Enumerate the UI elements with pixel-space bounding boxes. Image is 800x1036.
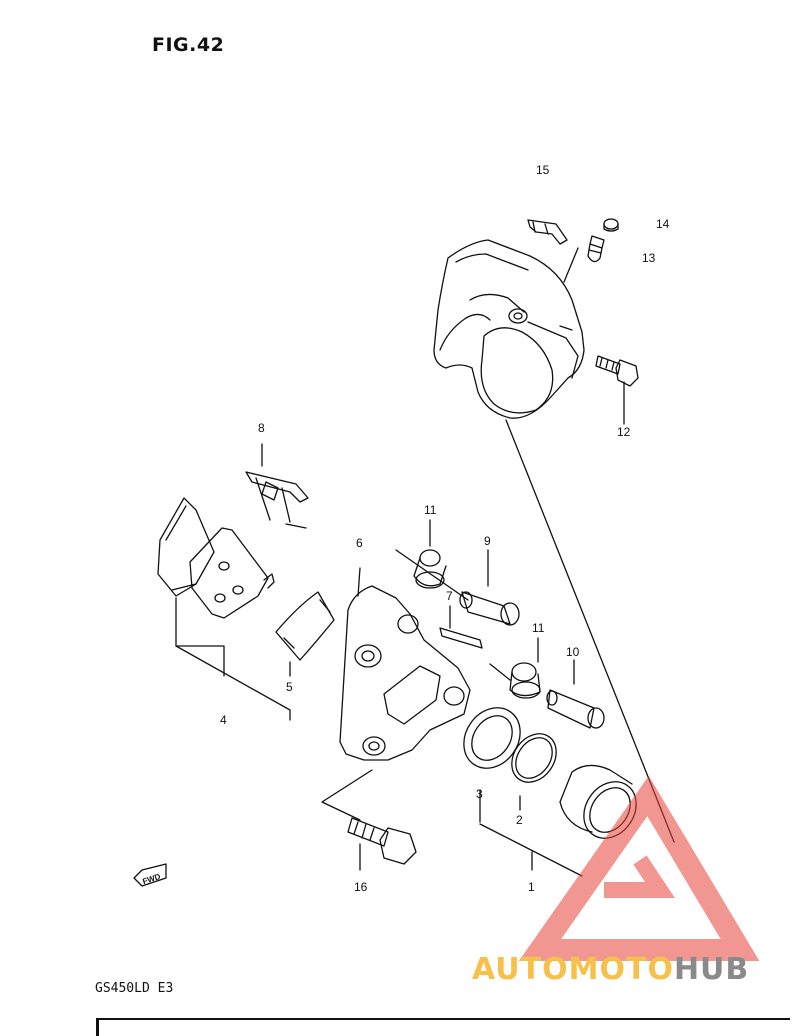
part-12-bolt	[595, 355, 639, 425]
part-13-bleeder-valve	[587, 235, 605, 263]
callout-8: 8	[258, 421, 265, 435]
callout-11-upper: 11	[424, 503, 437, 517]
callout-4: 4	[220, 713, 227, 727]
part-7-plug	[439, 605, 483, 649]
callout-9: 9	[484, 534, 491, 548]
callout-13: 13	[642, 251, 656, 265]
callout-16: 16	[354, 880, 368, 894]
part-11-boot-upper	[395, 519, 469, 601]
callout-11-lower: 11	[532, 621, 545, 635]
watermark-logo-icon	[518, 775, 760, 961]
footer-rule	[96, 1018, 790, 1020]
part-2-piston-seal	[511, 733, 557, 811]
footer-rule-tick	[96, 1018, 99, 1036]
caliper-upper-assembly	[433, 239, 585, 419]
fwd-arrow-icon	[133, 863, 167, 887]
watermark-text-part1: AUTOMOTO	[472, 952, 674, 987]
model-code: GS450LD E3	[95, 981, 174, 996]
callout-7: 7	[446, 589, 453, 603]
part-4-brake-pads	[157, 497, 291, 721]
callout-12: 12	[617, 425, 631, 439]
part-8-pad-clip	[245, 443, 309, 529]
fwd-label: FWD	[141, 872, 161, 886]
part-14-bleeder-cap	[603, 218, 619, 232]
callout-1: 1	[528, 880, 535, 894]
part-11-boot-lower	[489, 637, 541, 699]
callout-2: 2	[516, 813, 523, 827]
callout-labels: 15 14 13 12 8 11 9 6 7 11 10 5 4 3 2 1 1…	[220, 163, 670, 894]
callout-5: 5	[286, 680, 293, 694]
watermark-text: AUTOMOTOHUB	[472, 952, 749, 987]
part-16-bracket-bolt	[321, 769, 417, 871]
callout-15: 15	[536, 163, 550, 177]
part-9-sleeve-pin	[459, 549, 520, 626]
part-15-pad-spring	[527, 219, 568, 245]
leader-long	[505, 419, 675, 843]
part-3-dust-seal	[463, 707, 521, 823]
callout-10: 10	[566, 645, 580, 659]
figure-title: FIG.42	[152, 34, 225, 56]
callout-14: 14	[656, 217, 670, 231]
callout-6: 6	[356, 536, 363, 550]
part-5-anti-rattle-spring	[275, 591, 335, 677]
watermark-text-part2: HUB	[673, 952, 750, 987]
part-10-slide-pin	[546, 659, 605, 729]
part-6-caliper-bracket	[339, 567, 471, 761]
callout-3: 3	[476, 787, 483, 801]
